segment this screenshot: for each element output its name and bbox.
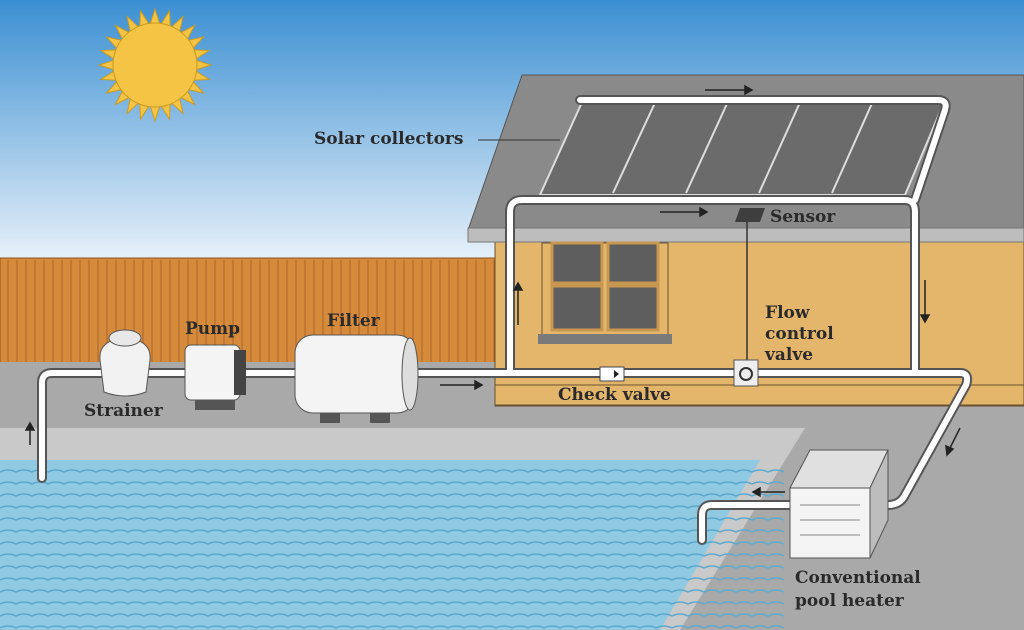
label-flow-control-valve-2: control	[765, 324, 834, 344]
pool-heater	[789, 449, 889, 559]
sensor	[735, 208, 765, 362]
water-wave	[0, 565, 785, 569]
label-pool-heater-2: pool heater	[795, 591, 905, 611]
label-pool-heater-1: Conventional	[795, 568, 921, 588]
strainer	[99, 329, 151, 397]
pipe-network	[37, 95, 973, 545]
water-wave	[0, 481, 785, 485]
label-sensor: Sensor	[770, 207, 836, 227]
pool	[0, 428, 805, 630]
label-filter: Filter	[327, 311, 381, 331]
solar-collector-panel	[538, 99, 947, 196]
filter	[294, 334, 419, 423]
sun-disc	[112, 22, 198, 108]
label-strainer: Strainer	[84, 401, 164, 421]
water-wave	[0, 493, 785, 497]
label-check-valve: Check valve	[558, 385, 671, 405]
label-flow-control-valve-1: Flow	[765, 303, 810, 323]
water-wave	[0, 469, 785, 473]
water-wave	[0, 613, 785, 617]
water-wave	[0, 601, 785, 605]
label-solar-collectors: Solar collectors	[314, 129, 463, 149]
collector-divider	[831, 101, 874, 194]
flow-arrow-icons	[24, 84, 961, 498]
fence	[0, 257, 501, 365]
water-wave	[0, 541, 785, 545]
flow-control-valve	[733, 359, 759, 387]
collector-divider	[612, 101, 657, 194]
window	[538, 241, 672, 344]
water-wave	[0, 625, 785, 629]
water-wave	[0, 529, 785, 533]
check-valve	[599, 366, 625, 382]
collector-divider	[758, 101, 802, 194]
collector-divider	[685, 101, 729, 194]
water-wave	[0, 553, 785, 557]
label-pump: Pump	[185, 319, 240, 339]
pump	[184, 344, 246, 410]
label-flow-control-valve-3: valve	[764, 345, 813, 365]
water-wave	[0, 505, 785, 509]
sun-icon	[97, 7, 213, 123]
water-wave	[0, 577, 785, 581]
water-wave	[0, 589, 785, 593]
water-wave	[0, 517, 785, 521]
